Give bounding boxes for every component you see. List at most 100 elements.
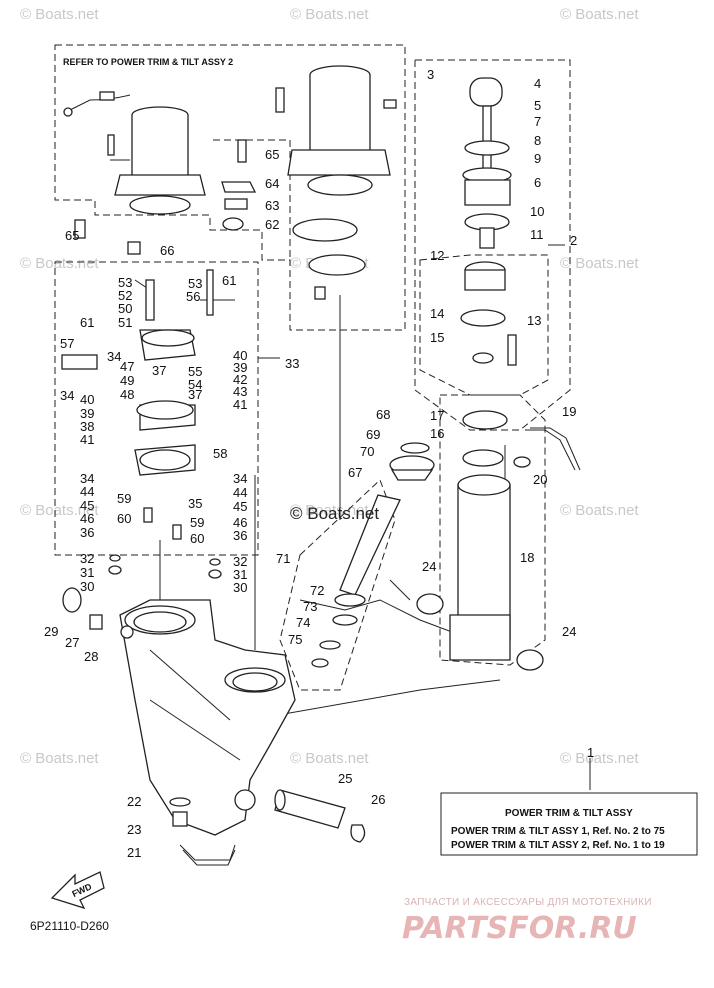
callout: 62 — [265, 217, 279, 232]
callout: 23 — [127, 822, 141, 837]
callout: 19 — [562, 404, 576, 419]
main-bracket — [62, 587, 366, 866]
callout: 4 — [534, 76, 541, 91]
callout: 63 — [265, 198, 279, 213]
callout: 46 — [80, 511, 94, 526]
callout: 73 — [303, 599, 317, 614]
shop-tagline: ЗАПЧАСТИ И АКСЕССУАРЫ ДЛЯ МОТОТЕХНИКИ — [404, 897, 652, 908]
legend-title: POWER TRIM & TILT ASSY — [505, 808, 633, 819]
callout: 65 — [65, 228, 79, 243]
callout: 44 — [80, 484, 94, 499]
callout: 54 — [188, 377, 202, 392]
callout: 17 — [430, 408, 444, 423]
callout: 30 — [233, 580, 247, 595]
callout: 7 — [534, 114, 541, 129]
callout: 38 — [80, 419, 94, 434]
callout: 37 — [152, 363, 166, 378]
callout: 8 — [534, 133, 541, 148]
callout: 66 — [160, 243, 174, 258]
callout: 56 — [186, 289, 200, 304]
callout: 1 — [587, 745, 594, 760]
callout: 37 — [188, 387, 202, 402]
callout: 24 — [422, 559, 436, 574]
callout: 39 — [80, 406, 94, 421]
watermark: © Boats.net — [560, 255, 639, 272]
fwd-arrow: FWD — [50, 871, 105, 910]
callout: 31 — [80, 565, 94, 580]
callout: 41 — [233, 397, 247, 412]
shop-brand-logo: PARTSFOR.RU — [402, 911, 637, 946]
watermark: © Boats.net — [290, 750, 369, 767]
callout: 74 — [296, 615, 310, 630]
watermark: © Boats.net — [20, 502, 99, 519]
watermark-layer: © Boats.net © Boats.net © Boats.net © Bo… — [20, 6, 639, 767]
callout: 59 — [117, 491, 131, 506]
callout: 53 — [118, 275, 132, 290]
callout: 11 — [530, 227, 544, 242]
callout: 22 — [127, 794, 141, 809]
callout: 3 — [427, 67, 434, 82]
callout: 46 — [233, 515, 247, 530]
callout: 49 — [120, 373, 134, 388]
callout: 29 — [44, 624, 58, 639]
legend-box: POWER TRIM & TILT ASSY POWER TRIM & TILT… — [440, 792, 698, 856]
callout: 13 — [527, 313, 541, 328]
callout: 58 — [213, 446, 227, 461]
legend-line-1: POWER TRIM & TILT ASSY 1, Ref. No. 2 to … — [451, 826, 665, 837]
refer-note: REFER TO POWER TRIM & TILT ASSY 2 — [63, 57, 233, 67]
watermark: © Boats.net — [560, 502, 639, 519]
manual-valve-group — [311, 442, 435, 668]
callout: 40 — [233, 348, 247, 363]
callout: 34 — [233, 471, 247, 486]
callout: 51 — [118, 315, 132, 330]
callout: 60 — [190, 531, 204, 546]
callout: 71 — [276, 551, 290, 566]
callout: 69 — [366, 427, 380, 442]
callout: 21 — [127, 845, 141, 860]
callout: 72 — [310, 583, 324, 598]
callout: 20 — [533, 472, 547, 487]
callout: 16 — [430, 426, 444, 441]
callout: 15 — [430, 330, 444, 345]
callout: 26 — [371, 792, 385, 807]
trim-motor-center — [275, 65, 397, 300]
callout: 57 — [60, 336, 74, 351]
callout: 41 — [80, 432, 94, 447]
callout: 30 — [80, 579, 94, 594]
watermark: © Boats.net — [20, 6, 99, 23]
callout: 64 — [265, 176, 279, 191]
callout: 14 — [430, 306, 444, 321]
callout: 50 — [118, 301, 132, 316]
callout: 48 — [120, 387, 134, 402]
trim-motor-left — [63, 91, 206, 215]
callout: 45 — [80, 498, 94, 513]
callout: 42 — [233, 372, 247, 387]
callout: 9 — [534, 151, 541, 166]
callout: 31 — [233, 567, 247, 582]
watermark: © Boats.net — [290, 6, 369, 23]
callout: 67 — [348, 465, 362, 480]
callout: 28 — [84, 649, 98, 664]
callout: 36 — [80, 525, 94, 540]
callout: 61 — [222, 273, 236, 288]
callout: 25 — [338, 771, 352, 786]
callout: 5 — [534, 98, 541, 113]
callout: 55 — [188, 364, 202, 379]
watermark: © Boats.net — [290, 502, 369, 519]
callout: 61 — [80, 315, 94, 330]
tilt-cylinder-group — [416, 77, 581, 671]
callout: 52 — [118, 288, 132, 303]
callout: 59 — [190, 515, 204, 530]
callout: 68 — [376, 407, 390, 422]
callout: 47 — [120, 359, 134, 374]
callout: 53 — [188, 276, 202, 291]
callout: 34 — [80, 471, 94, 486]
callout: 45 — [233, 499, 247, 514]
callout: 33 — [285, 356, 299, 371]
callout: 6 — [534, 175, 541, 190]
callout: 75 — [288, 632, 302, 647]
callout: 36 — [233, 528, 247, 543]
callout: 34 — [60, 388, 74, 403]
callout: 44 — [233, 485, 247, 500]
